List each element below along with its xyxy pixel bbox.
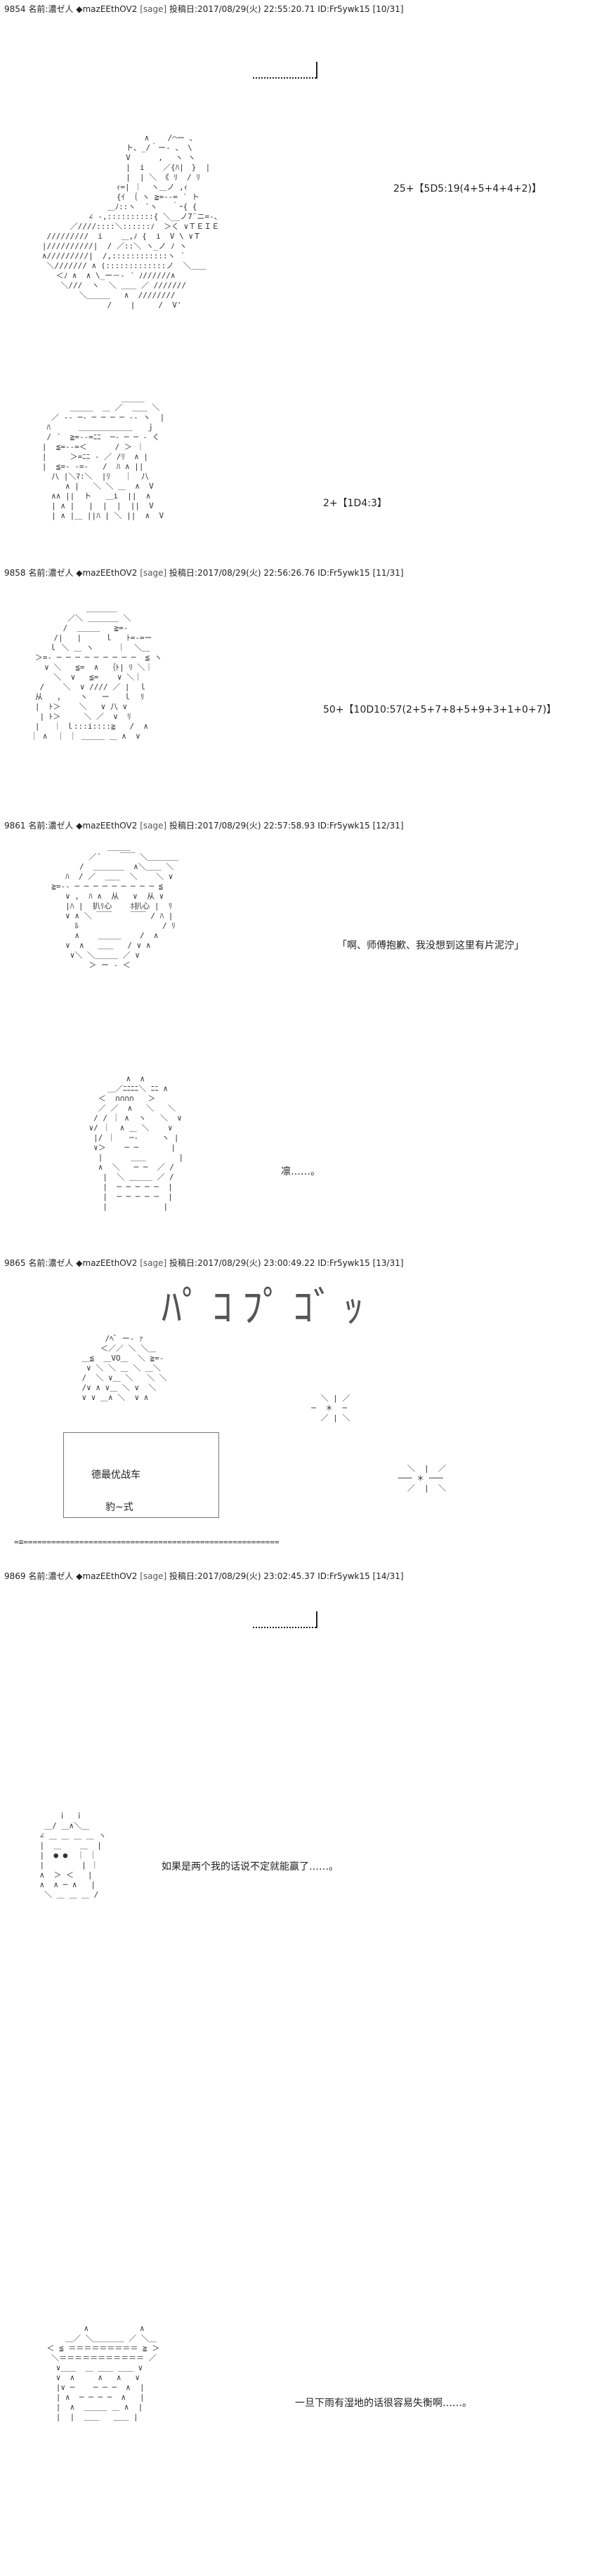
dialogue-text: 凛……。 bbox=[281, 1166, 320, 1177]
poster-name: 濃ゼ人 bbox=[48, 568, 74, 578]
sound-effect-text: ﾊﾟｺﾌﾟｺﾞｯ bbox=[162, 1283, 374, 1331]
poster-trip: ◆mazEEthOV2 bbox=[76, 1258, 138, 1268]
poster-trip: ◆mazEEthOV2 bbox=[76, 821, 138, 831]
post-date: 2017/08/29(火) 23:00:49.22 bbox=[197, 1258, 315, 1268]
poster-trip: ◆mazEEthOV2 bbox=[76, 4, 138, 14]
post-page: [13/31] bbox=[372, 1258, 404, 1268]
post-page: [10/31] bbox=[372, 4, 404, 14]
dice-roll-text: 2+【1D4:3】 bbox=[323, 498, 387, 509]
dialogue-text: 如果是两个我的话说不定就能赢了……。 bbox=[162, 1861, 339, 1872]
post-date: 2017/08/29(火) 23:02:45.37 bbox=[197, 1571, 315, 1581]
post-header: 9854 名前:濃ゼ人 ◆mazEEthOV2 [sage] 投稿日:2017/… bbox=[4, 4, 404, 14]
ascii-art-figure-4: ＿＿＿ ／´ ￣￣ ＼＿＿＿＿ / ＿＿＿＿ ∧＼＿＿ ＼ ﾊ / ／ ＿＿ ＼… bbox=[51, 843, 178, 970]
poster-trip: ◆mazEEthOV2 bbox=[76, 1571, 138, 1581]
ascii-art-rider: ∧ /⌒ー 、 ト、_/｀ー‐ 、 \ V , ヽ ヽ | i ／{ﾊ| } |… bbox=[41, 133, 222, 310]
poster-id[interactable]: ID:Fr5ywk15 bbox=[317, 4, 370, 14]
post-date: 2017/08/29(火) 22:56:26.76 bbox=[197, 568, 315, 578]
tank-label-line1: 德最优战车 bbox=[91, 1469, 140, 1481]
ascii-art-figure-3: ＿＿＿＿ ／＼ ＿＿＿＿ ＼ / ＿＿＿ ≧=- /| | ｌ ﾄ=‐=ー ｌ … bbox=[30, 604, 162, 741]
sage-tag: [sage] bbox=[140, 821, 167, 831]
scene-break-bracket bbox=[253, 1611, 317, 1628]
sage-tag: [sage] bbox=[140, 4, 167, 14]
poster-id[interactable]: ID:Fr5ywk15 bbox=[317, 1571, 370, 1581]
tank-body bbox=[63, 1432, 219, 1518]
mud-splash-art-2: ＼ | ／ ─── ＊ ─── ／ | ＼ bbox=[398, 1464, 446, 1493]
poster-id[interactable]: ID:Fr5ywk15 bbox=[317, 821, 370, 831]
post-date: 2017/08/29(火) 22:55:20.71 bbox=[197, 4, 315, 14]
poster-name: 濃ゼ人 bbox=[48, 821, 74, 831]
ascii-art-figure-2: _____ ＿＿＿ ＿ ／ ＿＿ ＼ ／ ‐‐ ─‐ ─ ─ ─ ─ ‐‐ ヽ … bbox=[41, 393, 165, 520]
post-page: [14/31] bbox=[372, 1571, 404, 1581]
post-page: [12/31] bbox=[372, 821, 404, 831]
poster-id[interactable]: ID:Fr5ywk15 bbox=[317, 1258, 370, 1268]
mud-splash-art: ＼ | ／ ─ ＊ ─ ／ | ＼ bbox=[311, 1394, 350, 1422]
post-header: 9858 名前:濃ゼ人 ◆mazEEthOV2 [sage] 投稿日:2017/… bbox=[4, 568, 404, 578]
ascii-art-figure-7: ｉ ｉ ＿/ ＿∧＼＿ ∠ ＿ ＿ ＿ ＿ ヽ | ＿ ＿ | | ● ● ｜ … bbox=[39, 1811, 107, 1899]
sage-tag: [sage] bbox=[140, 568, 167, 578]
post-number[interactable]: 9854 bbox=[4, 4, 26, 14]
poster-name: 濃ゼ人 bbox=[48, 1258, 74, 1268]
poster-name: 濃ゼ人 bbox=[48, 1571, 74, 1581]
scene-break-bracket-top bbox=[253, 62, 317, 79]
dialogue-text: 一旦下雨有湿地的话很容易失衡啊……。 bbox=[295, 2398, 472, 2409]
dice-roll-text: 25+【5D5:19(4+5+4+4+2)】 bbox=[393, 183, 542, 194]
poster-trip: ◆mazEEthOV2 bbox=[76, 568, 138, 578]
post-date: 2017/08/29(火) 22:57:58.93 bbox=[197, 821, 315, 831]
sage-tag: [sage] bbox=[140, 1258, 167, 1268]
post-header: 9869 名前:濃ゼ人 ◆mazEEthOV2 [sage] 投稿日:2017/… bbox=[4, 1571, 404, 1581]
post-number[interactable]: 9869 bbox=[4, 1571, 26, 1581]
poster-name: 濃ゼ人 bbox=[48, 4, 74, 14]
poster-id[interactable]: ID:Fr5ywk15 bbox=[317, 568, 370, 578]
sage-tag: [sage] bbox=[140, 1571, 167, 1581]
post-number[interactable]: 9865 bbox=[4, 1258, 26, 1268]
post-number[interactable]: 9861 bbox=[4, 821, 26, 831]
ascii-art-figure-8: ∧ ∧ ＿／ ＼＿＿＿＿ ／ ＼＿ ＜ ≦ ＝＝＝＝＝＝＝＝＝ ≧ ＞ ＼＝＝＝… bbox=[46, 2324, 160, 2422]
tank-treads: =≡======================================… bbox=[14, 1538, 280, 1547]
ascii-art-tank-crew: /ﾍﾞ ー‐ ｧ ＜／／ ＼ ＼＿ ＿≦ ＿VO＿ ＼ ≧=- ∨ ＼ ＼ ＿ … bbox=[81, 1334, 167, 1402]
post-page: [11/31] bbox=[372, 568, 404, 578]
tank-label-line2: 豹~式 bbox=[105, 1502, 133, 1513]
post-header: 9861 名前:濃ゼ人 ◆mazEEthOV2 [sage] 投稿日:2017/… bbox=[4, 821, 404, 831]
ascii-art-figure-5: ∧ ∧ ＿／ﾆﾆﾆﾆ＼ ﾆﾆ ∧ ＜ ∩∩∩∩ ＞ ／ ／ ∧ ＼ ＼ / / … bbox=[88, 1074, 184, 1211]
post-header: 9865 名前:濃ゼ人 ◆mazEEthOV2 [sage] 投稿日:2017/… bbox=[4, 1258, 404, 1268]
dialogue-text: 「啊、师傅抱歉、我没想到这里有片泥泞」 bbox=[337, 940, 524, 951]
post-number[interactable]: 9858 bbox=[4, 568, 26, 578]
dice-roll-text: 50+【10D10:57(2+5+7+8+5+9+3+1+0+7)】 bbox=[323, 704, 557, 715]
